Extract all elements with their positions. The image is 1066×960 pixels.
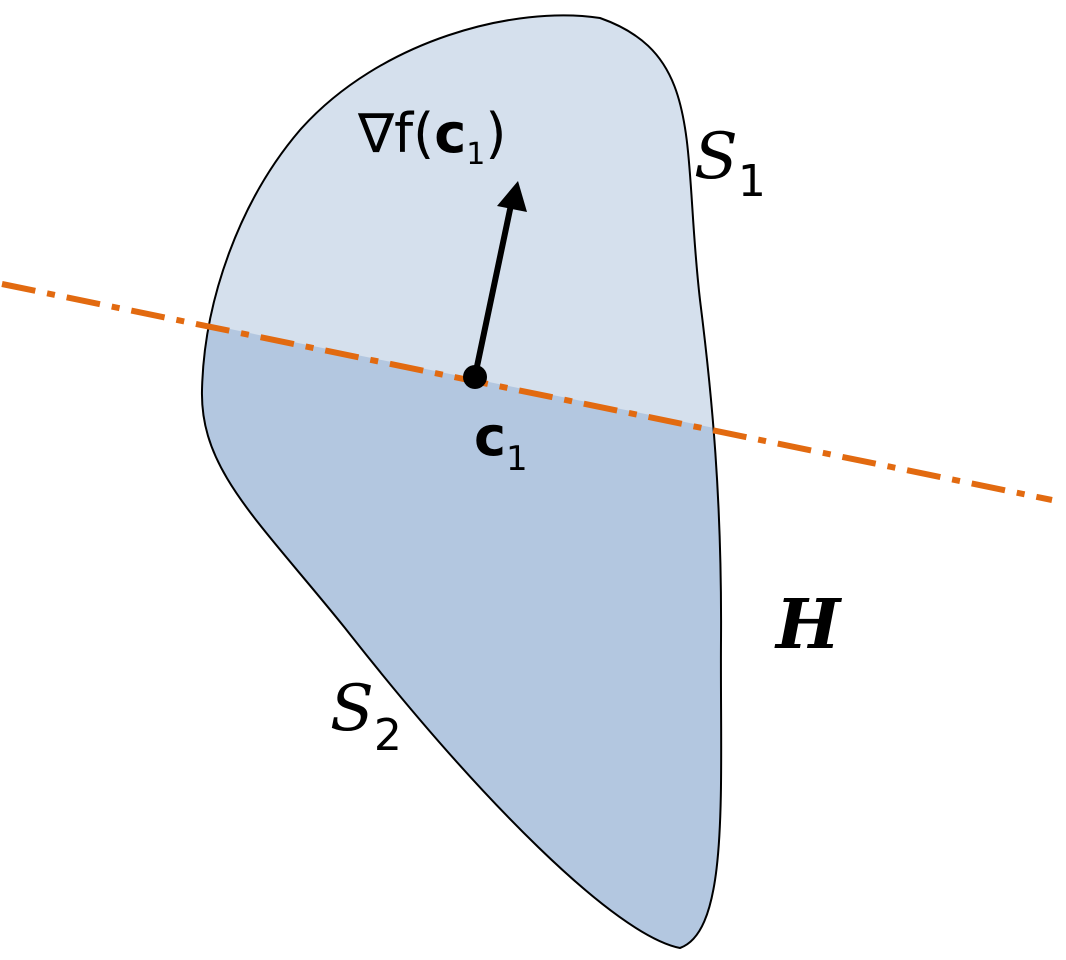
point-c1-label: c1 [474, 405, 528, 479]
region-s1-label: S1 [694, 120, 766, 207]
gradient-arrow-head [497, 181, 527, 212]
region-outline [200, 14, 723, 950]
gradient-arrow-shaft [472, 199, 515, 377]
hyperplane-label: H [774, 585, 843, 665]
gradient-label: ∇f(c1) [357, 102, 506, 172]
point-c1 [463, 365, 487, 389]
hyperplane-line [1, 281, 1053, 503]
region-s2-label: S2 [330, 672, 402, 761]
